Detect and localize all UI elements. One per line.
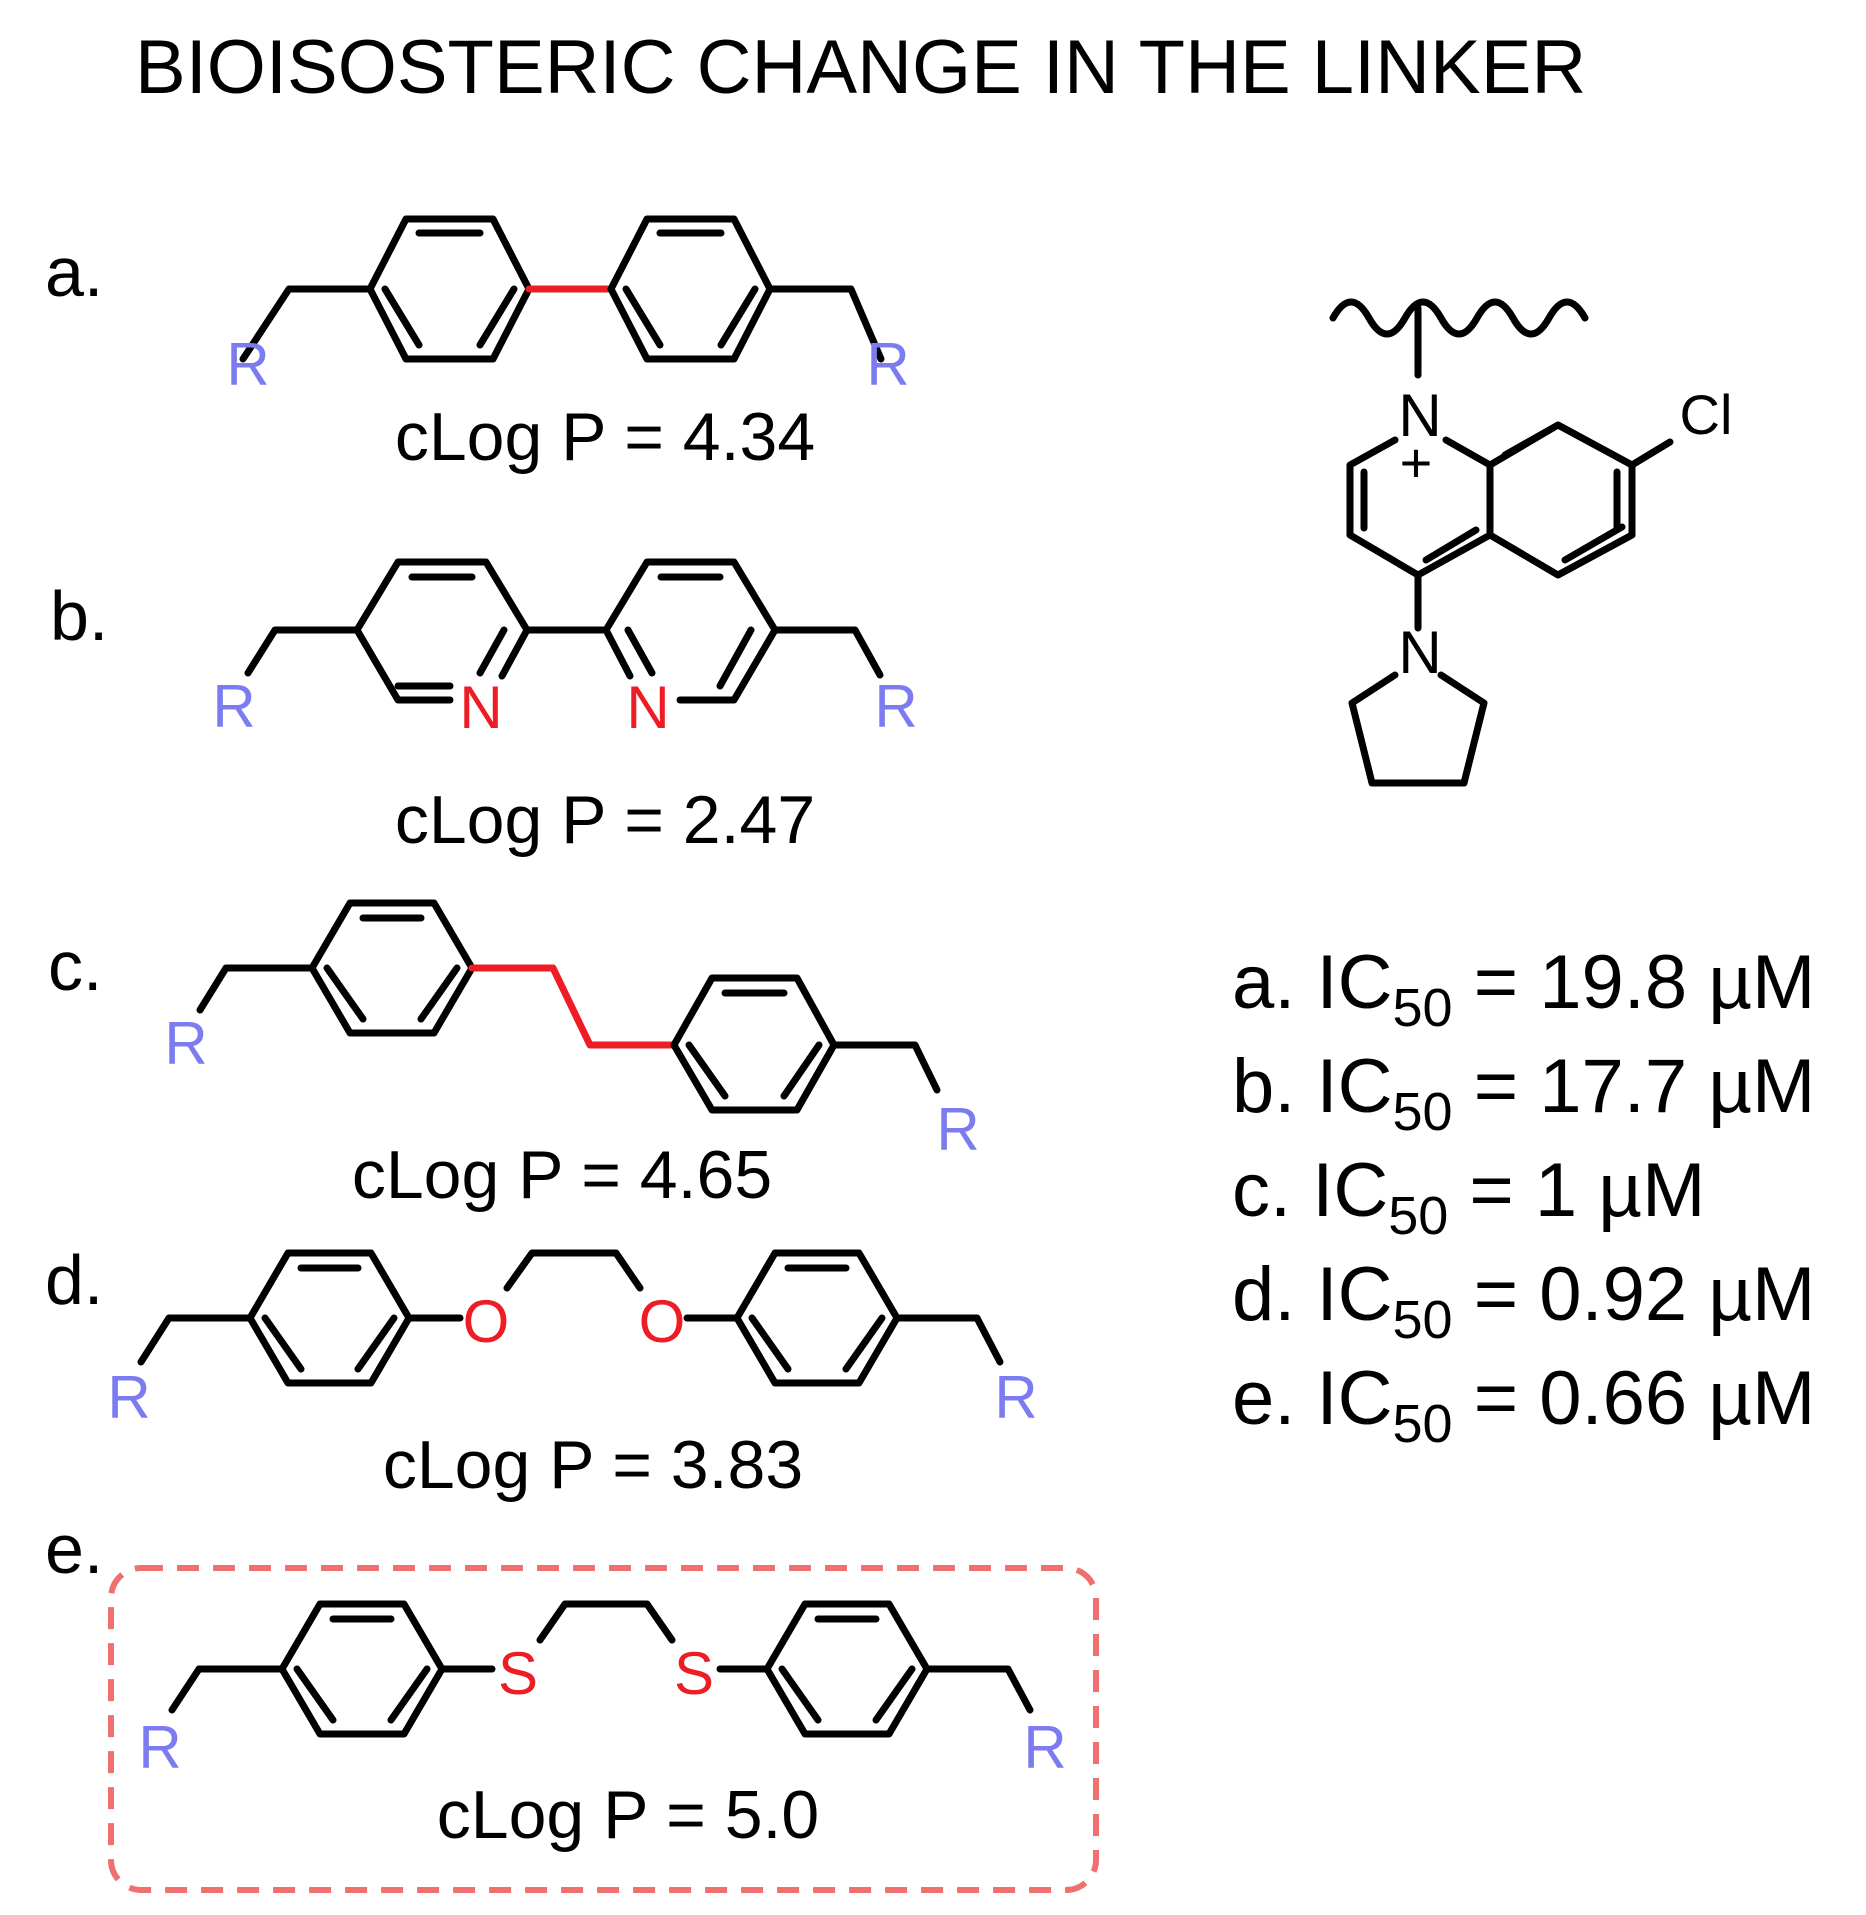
quinolinium-nitrogen: N [1398, 382, 1441, 449]
compound-c-ring-right [670, 974, 838, 1114]
compound-b-letter: b. [50, 577, 108, 655]
compound-d-letter: d. [45, 1241, 103, 1319]
compound-a-ring-right [607, 215, 774, 363]
r-group-label: R [107, 1364, 150, 1431]
compound-b: b. N N R R cLog P = 2.47 [50, 558, 918, 858]
compound-e: e. S S R R cLog P = 5.0 [45, 1510, 1099, 1893]
compound-b-ring-right [602, 558, 779, 704]
r-group-label: R [212, 673, 255, 740]
r-group-label: R [226, 331, 269, 398]
compound-a: a. R R cLog P = 4.34 [45, 215, 910, 475]
r-group-label: R [164, 1010, 207, 1077]
compound-e-letter: e. [45, 1510, 103, 1588]
compound-d-ring-right [733, 1249, 901, 1387]
compound-c-letter: c. [48, 927, 102, 1005]
compound-e-sulfur: S [498, 1640, 538, 1707]
activity-e: e. IC50 = 0.66 µM [1232, 1356, 1815, 1454]
compound-d-oxygen: O [463, 1288, 510, 1355]
compound-d-clogp: cLog P = 3.83 [383, 1427, 803, 1503]
pyrrolidine-nitrogen: N [1398, 619, 1441, 686]
compound-a-letter: a. [45, 233, 103, 311]
compound-d: d. O O R R cLog P = 3.83 [45, 1241, 1038, 1503]
compound-b-pyridine-n: N [626, 674, 669, 741]
activity-c: c. IC50 = 1 µM [1232, 1148, 1705, 1246]
r-group-label: R [138, 1714, 181, 1781]
compound-b-ring-left [353, 558, 531, 704]
compound-e-clogp: cLog P = 5.0 [437, 1777, 820, 1853]
activity-list: a. IC50 = 19.8 µM b. IC50 = 17.7 µM c. I… [1232, 940, 1815, 1454]
r-group-label: R [936, 1096, 979, 1163]
compound-c: c. R R cLog P = 4.65 [48, 899, 980, 1213]
chloro-substituent: Cl [1680, 383, 1733, 446]
r-group-label: R [1023, 1714, 1066, 1781]
r-group-label: R [994, 1364, 1037, 1431]
figure-title: BIOISOSTERIC CHANGE IN THE LINKER [135, 25, 1586, 110]
positive-charge: + [1400, 431, 1433, 494]
r-group-label: R [874, 673, 917, 740]
r-group-label: R [866, 331, 909, 398]
compound-e-highlight-box [108, 1565, 1099, 1893]
pyrrolidine-ring [1348, 671, 1488, 787]
compound-a-ring-left [366, 215, 533, 363]
attachment-wavy-bond [1329, 298, 1589, 338]
benzo-ring [1486, 421, 1636, 579]
compound-b-pyridine-n: N [459, 674, 502, 741]
compound-c-clogp: cLog P = 4.65 [352, 1137, 772, 1213]
compound-e-sulfur: S [674, 1640, 714, 1707]
activity-b: b. IC50 = 17.7 µM [1232, 1044, 1815, 1142]
compound-e-ring-right [763, 1600, 931, 1738]
compound-a-clogp: cLog P = 4.34 [395, 399, 815, 475]
compound-b-clogp: cLog P = 2.47 [395, 782, 815, 858]
compound-c-ring-left [308, 899, 476, 1037]
activity-a: a. IC50 = 19.8 µM [1232, 940, 1815, 1038]
compound-c-linker-bonds [468, 964, 678, 1049]
activity-d: d. IC50 = 0.92 µM [1232, 1252, 1815, 1350]
compound-d-ring-left [246, 1249, 413, 1387]
r-group-structure: N + Cl N [1329, 298, 1733, 787]
compound-e-ring-left [278, 1600, 446, 1738]
compound-d-oxygen: O [639, 1288, 686, 1355]
